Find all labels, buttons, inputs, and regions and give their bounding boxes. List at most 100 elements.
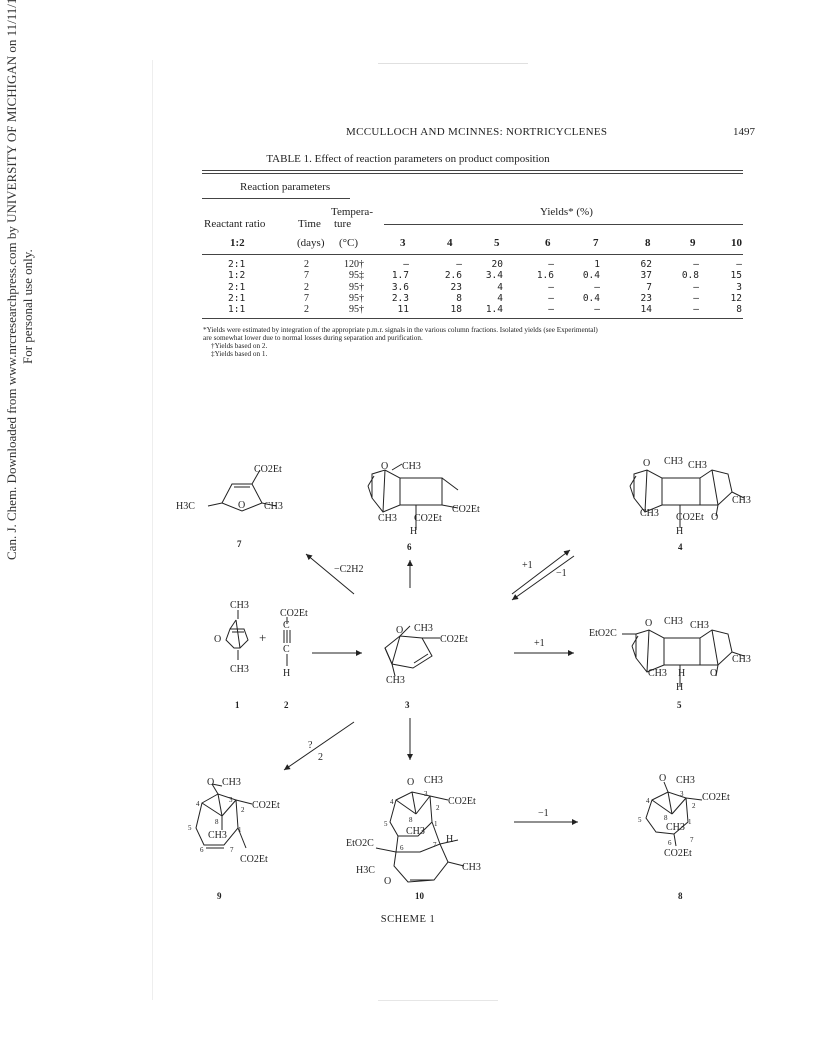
group-label: CH3 [378,513,397,524]
atom-number: 4 [390,798,394,806]
arrow-label-two: 2 [318,752,323,763]
atom-number: 7 [230,846,234,854]
cell-yield: — [693,259,699,270]
atom-number: 8 [664,814,668,822]
atom-number: 3 [680,790,684,798]
group-label: C [283,644,290,655]
arrow-label-minus1: −1 [556,568,567,579]
atom-number: 2 [436,804,440,812]
cell-yield: — [548,304,554,316]
group-label: CH3 [664,616,683,627]
atom-number: 3 [229,796,233,804]
cell-yield: — [456,259,462,270]
group-header: Reaction parameters [240,181,331,193]
group-label: H [676,526,683,537]
col-header-time: Time [298,218,321,230]
cell-yield: 1.4 [485,304,503,316]
col-header-compound-3: 3 [400,237,406,249]
group-label: CO2Et [252,800,280,811]
col-header-compound-7: 7 [593,237,599,249]
col-header-compound-8: 8 [645,237,651,249]
group-label: CO2Et [702,792,730,803]
cell-temp: 95‡ [349,270,364,282]
cell-ratio: 2:1 [228,292,246,304]
atom-number: 5 [384,820,388,828]
structure-1 [225,610,249,660]
group-label: H3C [356,865,375,876]
compound-label-5: 5 [677,700,682,710]
atom-number: 2 [692,802,696,810]
structure-2 [283,617,291,666]
group-label: CH3 [230,600,249,611]
cell-yield: 20 [491,259,503,270]
compound-label-7: 7 [237,539,242,549]
group-label: CH3 [462,862,481,873]
group-label: H3C [176,501,195,512]
cell-time: 2 [304,304,309,316]
cell-yield: 1.7 [391,270,409,282]
compound-label-1: 1 [235,700,240,710]
group-label: H [676,682,683,693]
group-label: H [678,668,685,679]
footnote-1: *Yields were estimated by integration of… [203,326,598,334]
compound-label-6: 6 [407,542,412,552]
group-label: CO2Et [414,513,442,524]
atom-number: 7 [433,841,437,849]
cell-yield: 15 [730,270,742,282]
group-label: O [407,777,414,788]
group-label: CH3 [414,623,433,634]
col-header-compound-5: 5 [494,237,500,249]
atom-number: 1 [434,820,438,828]
group-label: CH3 [688,460,707,471]
col-header-temp-2: ture [334,218,352,230]
structure-3 [384,625,440,677]
group-label: CH3 [648,668,667,679]
cell-yield: 1.6 [536,270,554,282]
group-label: O [711,512,718,523]
group-label: O [381,461,388,472]
structure-9 [195,783,253,849]
compound-label-3: 3 [405,700,410,710]
cell-yield: 4 [497,292,503,304]
cell-yield: 12 [730,292,742,304]
cell-yield: 8 [456,292,462,304]
group-label: O [710,668,717,679]
col-subheader-time: (days) [297,237,325,249]
cell-yield: 7 [646,281,652,293]
scan-artifact [378,1000,498,1001]
group-label: H [410,526,417,537]
arrow-3-to-9 [283,721,355,771]
col-subheader-temp: (°C) [339,237,359,249]
scan-artifact [152,60,153,1000]
structure-4 [629,469,745,528]
cell-yield: — [693,292,699,304]
group-label: CH3 [222,777,241,788]
cell-temp: 95† [349,281,364,293]
group-label: CH3 [208,830,227,841]
col-header-temp: Tempera- [331,206,373,218]
arrow-3-to-7 [305,553,355,595]
cell-yield: 0.4 [582,292,600,304]
arrow-label-plus1: +1 [534,638,545,649]
cell-time: 7 [304,270,309,282]
atom-number: 1 [238,826,242,834]
atom-number: 6 [200,846,204,854]
table-caption: TABLE 1. Effect of reaction parameters o… [266,153,550,165]
structure-10 [375,791,465,883]
group-label: EtO2C [589,628,617,639]
group-label: CO2Et [440,634,468,645]
cell-ratio: 1:2 [228,270,246,282]
col-header-compound-6: 6 [545,237,551,249]
group-label: O [207,777,214,788]
cell-yield: 23 [640,292,652,304]
cell-yield: 4 [497,281,503,293]
scheme-caption: SCHEME 1 [380,914,436,925]
col-header-compound-4: 4 [447,237,453,249]
group-label: CO2Et [280,608,308,619]
group-label: CH3 [640,508,659,519]
structure-8 [645,781,703,847]
group-label: CH3 [402,461,421,472]
arrow-label-minus-c2h2: −C2H2 [334,564,364,575]
group-label: CH3 [386,675,405,686]
